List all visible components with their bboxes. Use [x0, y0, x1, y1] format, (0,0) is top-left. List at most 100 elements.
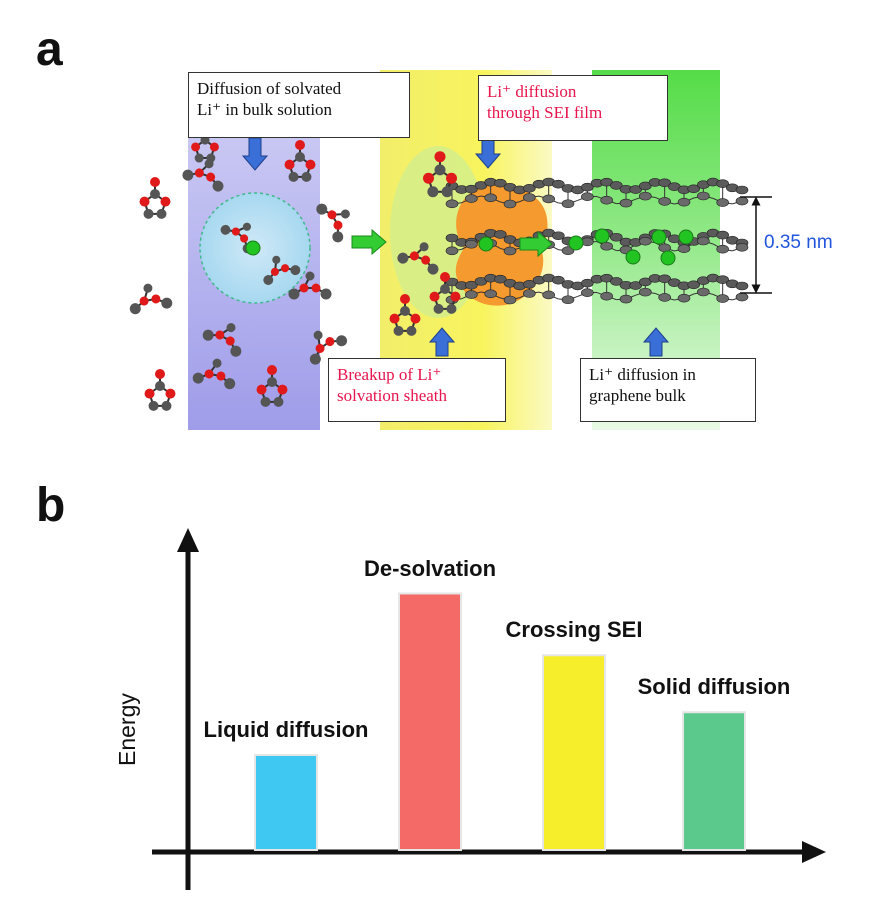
- y-axis-arrowhead: [177, 528, 199, 552]
- carbon-atom: [542, 290, 555, 300]
- linear-carbonate-molecule: [309, 330, 348, 365]
- carbon-atom: [677, 244, 691, 254]
- cyclic-carbonate-molecule: [422, 151, 458, 198]
- li-ion: [651, 229, 667, 245]
- carbon-atom: [735, 292, 749, 302]
- carbon-atom: [465, 280, 478, 290]
- callout-sei-line2: through SEI film: [487, 103, 603, 122]
- callout-bulk-diffusion: Diffusion of solvated Li⁺ in bulk soluti…: [188, 72, 410, 138]
- linear-carbonate-molecule: [129, 283, 173, 315]
- carbon-atom: [561, 295, 575, 305]
- carbon-atom: [465, 239, 478, 249]
- carbon-atom: [716, 179, 729, 188]
- energy-bars: [254, 592, 746, 851]
- pointer-arrows: [241, 137, 670, 357]
- carbon-atom: [600, 241, 613, 251]
- green-arrow-1: [351, 228, 387, 256]
- graphene-layers: [445, 177, 749, 305]
- carbon-atom: [639, 181, 652, 191]
- linear-carbonate-molecule: [263, 255, 301, 285]
- carbon-atom: [581, 192, 594, 201]
- carbon-atom: [716, 244, 729, 254]
- carbon-atom: [484, 289, 497, 299]
- process-arrows: [351, 228, 553, 258]
- carbon-atom: [552, 275, 565, 285]
- carbon-atom: [581, 288, 594, 297]
- blue-arrow-graphene: [642, 327, 670, 357]
- carbon-atom: [494, 274, 507, 284]
- panel-b-label: b: [36, 479, 66, 532]
- carbon-atom: [687, 184, 700, 194]
- carbon-atom: [610, 232, 623, 242]
- x-axis-arrowhead: [802, 841, 826, 863]
- carbon-atom: [494, 178, 507, 188]
- linear-carbonate-molecule: [202, 323, 242, 357]
- interlayer-spacing-label: 0.35 nm: [764, 232, 833, 253]
- carbon-atom: [619, 294, 633, 304]
- linear-carbonate-molecule: [288, 271, 332, 300]
- li-ion: [568, 235, 584, 251]
- bar-label-de-solvation: De-solvation: [363, 555, 497, 581]
- panel-a-label: a: [36, 23, 63, 76]
- callout-sei-diffusion: Li⁺ diffusion through SEI film: [478, 75, 668, 141]
- blue-arrow-sei: [474, 139, 502, 169]
- carbon-atom: [716, 275, 729, 284]
- linear-carbonate-molecule: [192, 358, 236, 390]
- bar-label-liquid-diffusion: Liquid diffusion: [203, 717, 369, 742]
- carbon-atom: [677, 197, 691, 207]
- carbon-atom: [445, 199, 459, 209]
- callout-bulk-line1: Diffusion of solvated: [197, 79, 342, 98]
- carbon-atom: [629, 185, 642, 194]
- solvent-molecules: [129, 124, 461, 411]
- carbon-atom: [610, 277, 623, 286]
- carbon-atom: [581, 182, 594, 192]
- carbon-atom: [658, 197, 671, 206]
- carbon-atom: [639, 191, 652, 201]
- carbon-atom: [716, 294, 729, 303]
- carbon-atom: [465, 290, 478, 299]
- carbon-atom: [697, 287, 710, 297]
- bar-liquid-diffusion: [254, 754, 318, 851]
- cyclic-carbonate-molecule: [256, 365, 288, 407]
- carbon-atom: [716, 198, 729, 207]
- carbon-atom: [503, 295, 517, 305]
- carbon-atom: [629, 281, 642, 290]
- cyclic-carbonate-molecule: [389, 294, 421, 336]
- carbon-atom: [542, 194, 555, 204]
- carbon-atom: [503, 246, 517, 256]
- carbon-atom: [639, 277, 652, 287]
- carbon-atom: [484, 193, 497, 203]
- li-ion: [625, 249, 641, 265]
- cyclic-carbonate-molecule: [429, 272, 461, 314]
- carbon-atom: [735, 196, 749, 206]
- li-ions: [245, 228, 694, 266]
- bar-de-solvation: [398, 592, 462, 851]
- callout-sei-line1: Li⁺ diffusion: [487, 82, 577, 101]
- carbon-atom: [503, 199, 517, 209]
- carbon-atom: [581, 278, 594, 288]
- callout-bulk-line2: Li⁺ in bulk solution: [197, 100, 333, 119]
- carbon-atom: [735, 281, 749, 291]
- carbon-atom: [697, 236, 710, 246]
- carbon-atom: [445, 246, 459, 256]
- bar-label-crossing-sei: Crossing SEI: [505, 617, 643, 643]
- carbon-atom: [465, 184, 478, 194]
- carbon-atom: [523, 280, 536, 289]
- carbon-atom: [639, 236, 652, 246]
- carbon-atom: [687, 280, 700, 290]
- li-ion: [478, 236, 494, 252]
- bar-solid-diffusion: [682, 711, 746, 851]
- carbon-atom: [523, 193, 536, 202]
- carbon-atom: [716, 230, 729, 240]
- carbon-atom: [697, 191, 710, 201]
- carbon-atom: [658, 178, 671, 188]
- carbon-atom: [600, 291, 613, 301]
- bar-label-solid-diffusion: Solid diffusion: [637, 674, 791, 700]
- carbon-atom: [600, 195, 613, 205]
- carbon-atom: [523, 289, 536, 298]
- callout-graphene-diffusion: Li⁺ diffusion in graphene bulk: [580, 358, 756, 422]
- linear-carbonate-molecule: [182, 159, 224, 192]
- carbon-atom: [658, 274, 671, 284]
- interlayer-spacing-marker: [740, 196, 772, 294]
